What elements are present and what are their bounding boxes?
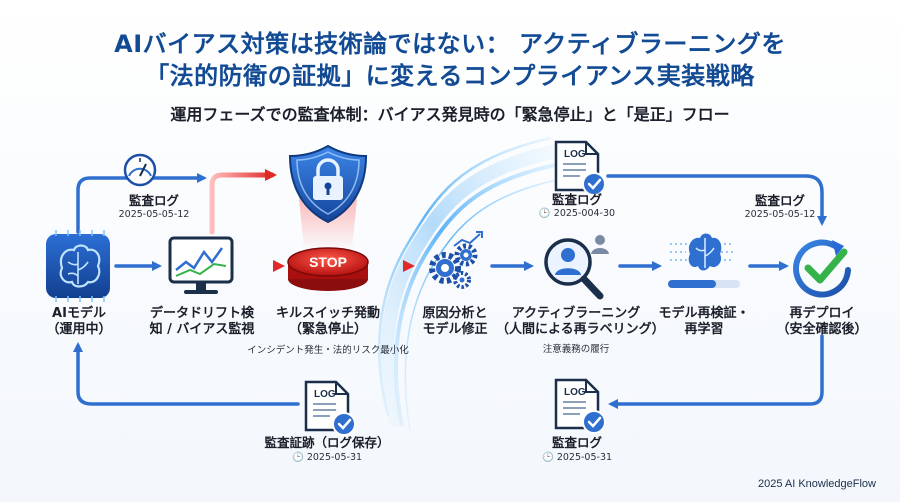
svg-text:LOG: LOG [564,149,586,160]
clock-icon: 🕒 [291,452,304,463]
clock-icon: 🕒 [541,452,554,463]
flow-arrows [73,173,827,409]
log-top-left: 監査ログ 2025-05-05-12 [118,193,190,221]
arrow-drift-to-shield [209,169,277,235]
kill-switch-label: キルスイッチ発動 （緊急停止） [275,306,380,337]
gauge-icon [123,153,157,187]
stop-text: STOP [309,254,347,270]
svg-text:LOG: LOG [314,389,336,400]
arrow-bottomlog-to-ai [73,342,300,406]
ai-model-label: AIモデル （運用中） [46,306,112,337]
svg-text:LOG: LOG [564,387,586,398]
log-bottom-right: 監査ログ 🕒 2025-05-31 [541,435,613,463]
kill-switch-note: インシデント発生・法的リスク最小化 [247,345,409,356]
footer-brand: 2025 AI KnowledgeFlow [757,478,876,490]
arrow-toplog-to-redeploy [606,174,827,226]
drift-label: データドリフト検 知 / バイアス監視 [149,306,255,337]
retrain-label: モデル再検証・ 再学習 [658,306,750,337]
stop-button-icon: STOP [287,247,369,291]
subtitle: 運用フェーズでの監査体制：バイアス発見時の「緊急停止」と「是正」フロー [170,105,730,124]
log-top-right: 監査ログ 2025-05-05-12 [744,193,816,221]
log-top-middle: 監査ログ 🕒 2025-004-30 [538,192,616,220]
retrain-progress-fill [668,280,716,288]
light-swirl [377,136,581,431]
arrow-ai-to-toplog [76,173,207,234]
brain-chip-icon [46,230,110,302]
log-doc-icon-top-middle: LOG [554,140,606,196]
root-cause-label: 原因分析と モデル修正 [422,306,488,337]
redeploy-label: 再デプロイ （安全確認後） [776,306,868,337]
log-doc-icon-bottom-left: LOG [304,380,356,436]
title-line-1: AIバイアス対策は技術論ではない： アクティブラーニングを [114,30,786,58]
log-doc-icon-bottom-right: LOG [554,378,606,434]
magnifier-person-icon [544,235,609,300]
arrow-redeploy-to-bottomlog [608,334,824,409]
active-learning-note: 注意義務の履行 [542,344,610,355]
check-cycle-icon [793,239,851,298]
clock-icon: 🕒 [538,208,551,219]
alert-arrows [209,169,415,272]
monitor-chart-icon [168,236,234,294]
title-line-2: 「法的防衛の証拠」に変えるコンプライアンス実装戦略 [145,62,755,90]
brain-progress-icon [668,233,740,288]
gears-icon [429,231,483,289]
shield-lock-icon [288,144,368,250]
active-learning-label: アクティブラーニング （人間による再ラベリング） [496,306,665,337]
log-bottom-left: 監査証跡（ログ保存） 🕒 2025-05-31 [264,435,390,463]
